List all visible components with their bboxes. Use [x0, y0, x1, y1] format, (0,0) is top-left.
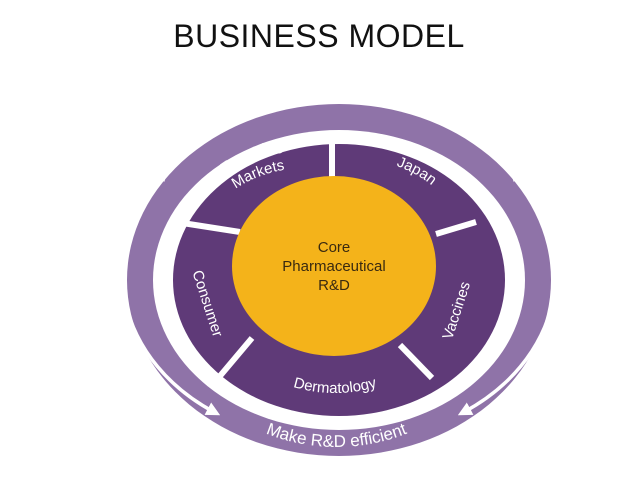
core-circle — [232, 176, 436, 356]
left-cycle-arrow — [120, 166, 221, 416]
segment-dividers — [175, 142, 477, 381]
core-label-line2: Pharmaceutical — [282, 258, 385, 275]
page-title: BUSINESS MODEL — [173, 18, 465, 54]
core-label-line3: R&D — [318, 277, 350, 294]
right-cycle-arrow — [457, 166, 558, 416]
segment-dermatology: Dermatology — [292, 374, 379, 397]
core-label-line1: Core — [318, 239, 351, 256]
